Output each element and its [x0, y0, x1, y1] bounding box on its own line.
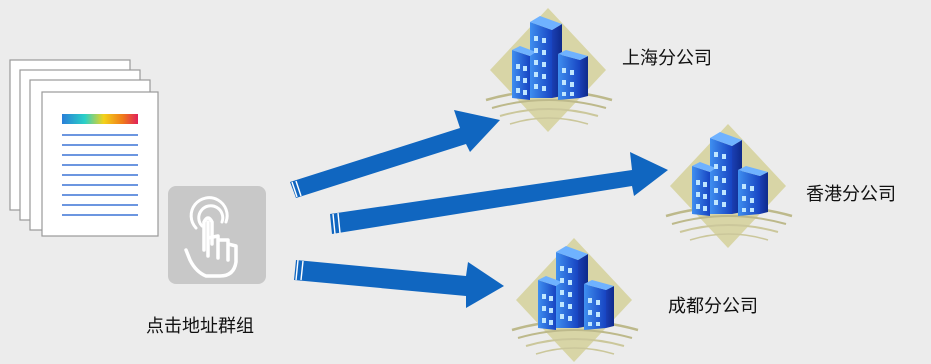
right-arrow-icon — [290, 110, 500, 198]
office-building-icon — [486, 8, 612, 132]
arrow-to-shanghai — [290, 110, 500, 198]
source-action-label: 点击地址群组 — [146, 312, 254, 338]
target-label-hongkong: 香港分公司 — [806, 180, 896, 206]
tap-gesture-icon — [168, 186, 266, 284]
office-building-icon — [666, 124, 792, 248]
arrow-to-chengdu — [294, 260, 504, 308]
target-label-chengdu: 成都分公司 — [668, 292, 758, 318]
target-label-shanghai: 上海分公司 — [622, 44, 712, 70]
office-building-icon — [512, 238, 638, 362]
document-stack-icon — [10, 60, 158, 236]
right-arrow-icon — [294, 260, 504, 308]
